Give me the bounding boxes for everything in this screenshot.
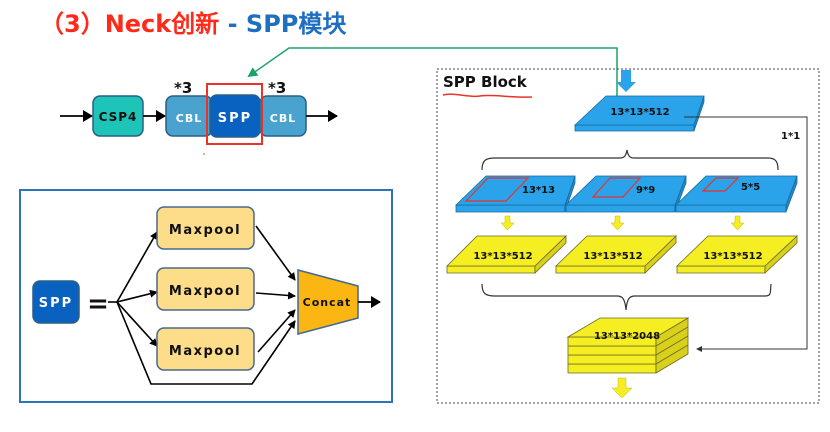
pool-size-1: 13*13 bbox=[522, 185, 555, 196]
cbl-left-repeat: *3 bbox=[174, 79, 192, 97]
title-spp: - SPP模块 bbox=[219, 10, 347, 38]
spp-equation-label: SPP bbox=[39, 296, 73, 311]
red-dot bbox=[203, 153, 205, 155]
spp-equation-block bbox=[32, 280, 80, 324]
split-arrow-1 bbox=[116, 231, 158, 303]
maxpool-label-1: Maxpool bbox=[169, 223, 241, 238]
spp-block-border bbox=[436, 68, 820, 404]
maxpool-label-2: Maxpool bbox=[169, 284, 241, 299]
input-arrow-icon bbox=[616, 70, 636, 92]
pool-window-3 bbox=[701, 177, 740, 192]
input-dims: 13*13*512 bbox=[610, 107, 669, 118]
maxpool-block-1 bbox=[156, 206, 255, 250]
maxpool-block-2 bbox=[156, 267, 255, 311]
pool-down-arrow-1 bbox=[500, 215, 515, 231]
cbl-right-repeat: *3 bbox=[268, 79, 286, 97]
spp-equation-panel: SPP = Maxpool Maxpool Maxpool Concat bbox=[19, 189, 393, 403]
maxpool-label-3: Maxpool bbox=[169, 344, 241, 359]
csp4-label: CSP4 bbox=[99, 110, 138, 124]
concat-label: Concat bbox=[303, 296, 352, 309]
merge-brace bbox=[481, 283, 772, 311]
identity-arrow bbox=[116, 301, 296, 385]
pipeline: CSP4 CBL SPP CBL *3 *3 bbox=[60, 79, 338, 155]
pool-window-2 bbox=[591, 177, 642, 198]
output-feature-stack: 13*13*2048 bbox=[566, 317, 690, 374]
connector-arrow bbox=[247, 47, 618, 97]
pooled-slab-2: 13*13*512 bbox=[555, 235, 677, 274]
merge-arrow-2 bbox=[255, 291, 296, 300]
spp-label: SPP bbox=[218, 111, 252, 126]
cbl-right-label: CBL bbox=[270, 112, 296, 125]
concat-block bbox=[297, 269, 359, 335]
shortcut-label: 1*1 bbox=[781, 131, 800, 142]
equals-sign: = bbox=[87, 289, 109, 319]
pool-slab-3: 5*5 bbox=[675, 175, 798, 213]
slide-title: （3）Neck创新 - SPP模块 bbox=[40, 4, 346, 39]
maxpool-block-3 bbox=[156, 327, 255, 371]
pooled-slab-1: 13*13*512 bbox=[446, 235, 567, 274]
shortcut-line bbox=[684, 116, 808, 352]
spp-block-title: SPP Block bbox=[443, 73, 528, 91]
split-brace bbox=[481, 149, 779, 171]
spp-highlight-box bbox=[206, 83, 263, 145]
pooled-dims-3: 13*13*512 bbox=[703, 251, 762, 262]
pool-slab-2: 9*9 bbox=[565, 175, 687, 213]
pooled-dims-1: 13*13*512 bbox=[473, 251, 532, 262]
input-feature-map: 13*13*512 bbox=[573, 95, 705, 132]
spp-block-panel: SPP Block 13*13*512 1*1 13*13 bbox=[436, 68, 820, 404]
pooled-slab-3: 13*13*512 bbox=[676, 235, 799, 274]
pool-down-arrow-3 bbox=[730, 215, 745, 231]
split-arrow-3 bbox=[116, 301, 158, 347]
output-down-arrow bbox=[611, 377, 633, 399]
merge-arrow-1 bbox=[255, 225, 296, 281]
pool-size-2: 9*9 bbox=[636, 185, 655, 196]
pool-size-3: 5*5 bbox=[741, 182, 760, 193]
merge-arrow-3 bbox=[257, 309, 296, 353]
cbl-left-label: CBL bbox=[176, 112, 202, 125]
split-arrow-2 bbox=[116, 289, 158, 303]
title-neck: （3）Neck创新 bbox=[40, 10, 220, 38]
title-underline bbox=[442, 93, 533, 98]
pool-window-1 bbox=[464, 177, 530, 202]
output-dims: 13*13*2048 bbox=[594, 331, 660, 342]
pool-slab-1: 13*13 bbox=[455, 175, 576, 213]
pooled-dims-2: 13*13*512 bbox=[583, 251, 642, 262]
pool-down-arrow-2 bbox=[610, 215, 625, 231]
